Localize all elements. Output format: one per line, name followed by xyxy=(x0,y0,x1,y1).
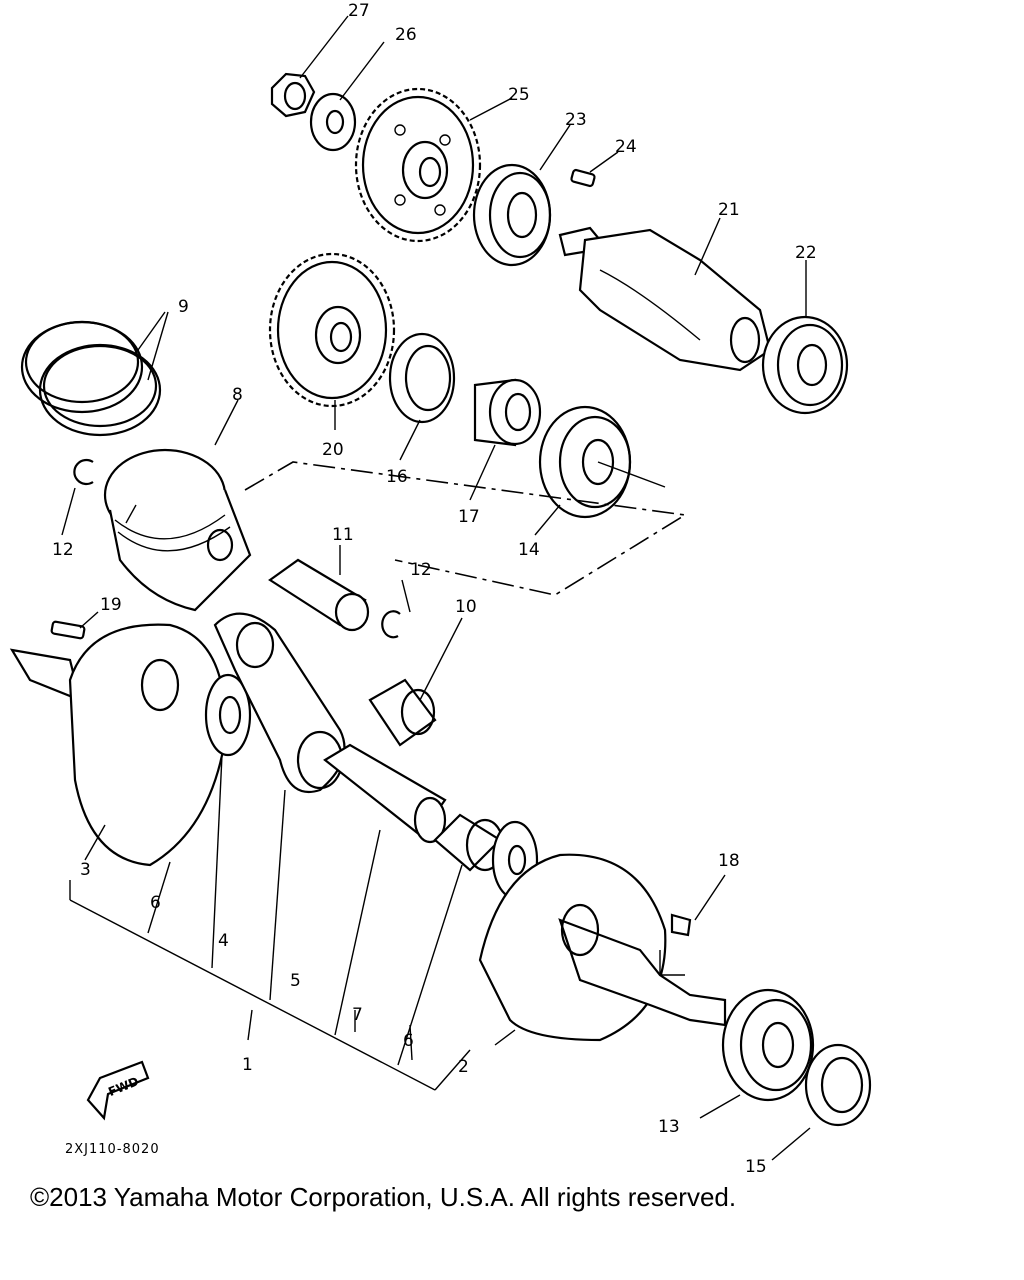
label-8: 8 xyxy=(232,385,243,405)
part-8-piston xyxy=(103,448,252,612)
label-18: 18 xyxy=(718,851,740,871)
label-13: 13 xyxy=(658,1117,680,1137)
label-4: 4 xyxy=(218,931,229,951)
label-12-right: 12 xyxy=(410,560,432,580)
label-27: 27 xyxy=(348,1,370,21)
part-12-circlip-right xyxy=(381,610,401,639)
part-11-piston-pin xyxy=(268,558,370,632)
part-10-needle-bearing xyxy=(368,678,437,747)
part-23-bearing xyxy=(472,163,552,267)
label-1: 1 xyxy=(242,1055,253,1075)
label-7: 7 xyxy=(352,1005,363,1025)
part-25-gear xyxy=(354,87,482,243)
part-2-crank-web-right xyxy=(478,853,727,1042)
label-12-left: 12 xyxy=(52,540,74,560)
diagram-code: 2XJ110-8020 xyxy=(65,1142,160,1157)
label-14: 14 xyxy=(518,540,540,560)
copyright-notice: ©2013 Yamaha Motor Corporation, U.S.A. A… xyxy=(30,1182,737,1212)
label-19: 19 xyxy=(100,595,122,615)
label-20: 20 xyxy=(322,440,344,460)
label-26: 26 xyxy=(395,25,417,45)
label-16: 16 xyxy=(386,467,408,487)
part-5-crank-pin xyxy=(323,743,447,844)
part-21-balancer-shaft xyxy=(558,226,772,372)
part-12-circlip-left xyxy=(73,458,94,486)
part-13-bearing xyxy=(721,988,815,1102)
part-6-washer-left xyxy=(204,673,252,757)
label-15: 15 xyxy=(745,1157,767,1177)
label-6-right: 6 xyxy=(403,1031,414,1051)
label-21: 21 xyxy=(718,200,740,220)
part-14-bearing xyxy=(538,405,666,519)
part-26-washer xyxy=(309,92,357,152)
label-3: 3 xyxy=(80,860,91,880)
part-labels: 27 26 25 23 24 21 22 9 8 20 16 17 14 12 … xyxy=(52,1,817,1177)
part-19-key xyxy=(50,620,86,640)
part-20-gear xyxy=(268,252,396,408)
label-23: 23 xyxy=(565,110,587,130)
label-17: 17 xyxy=(458,507,480,527)
label-5: 5 xyxy=(290,971,301,991)
label-22: 22 xyxy=(795,243,817,263)
label-6-left: 6 xyxy=(150,893,161,913)
label-24: 24 xyxy=(615,137,637,157)
label-2: 2 xyxy=(458,1057,469,1077)
part-3-crank-web-left xyxy=(9,623,227,867)
part-27-nut xyxy=(270,72,316,118)
leader-lines xyxy=(61,15,811,1161)
part-18-key xyxy=(670,913,692,937)
part-16-bearing xyxy=(388,332,456,424)
part-15-oil-seal xyxy=(804,1043,872,1127)
part-24-key xyxy=(570,168,596,188)
label-25: 25 xyxy=(508,85,530,105)
label-10: 10 xyxy=(455,597,477,617)
fwd-arrow-icon: FWD xyxy=(86,1060,150,1121)
part-22-bearing xyxy=(761,315,849,415)
part-9-piston-rings xyxy=(20,320,162,437)
part-17-spacer xyxy=(473,378,542,447)
label-9: 9 xyxy=(178,297,189,317)
label-11: 11 xyxy=(332,525,354,545)
